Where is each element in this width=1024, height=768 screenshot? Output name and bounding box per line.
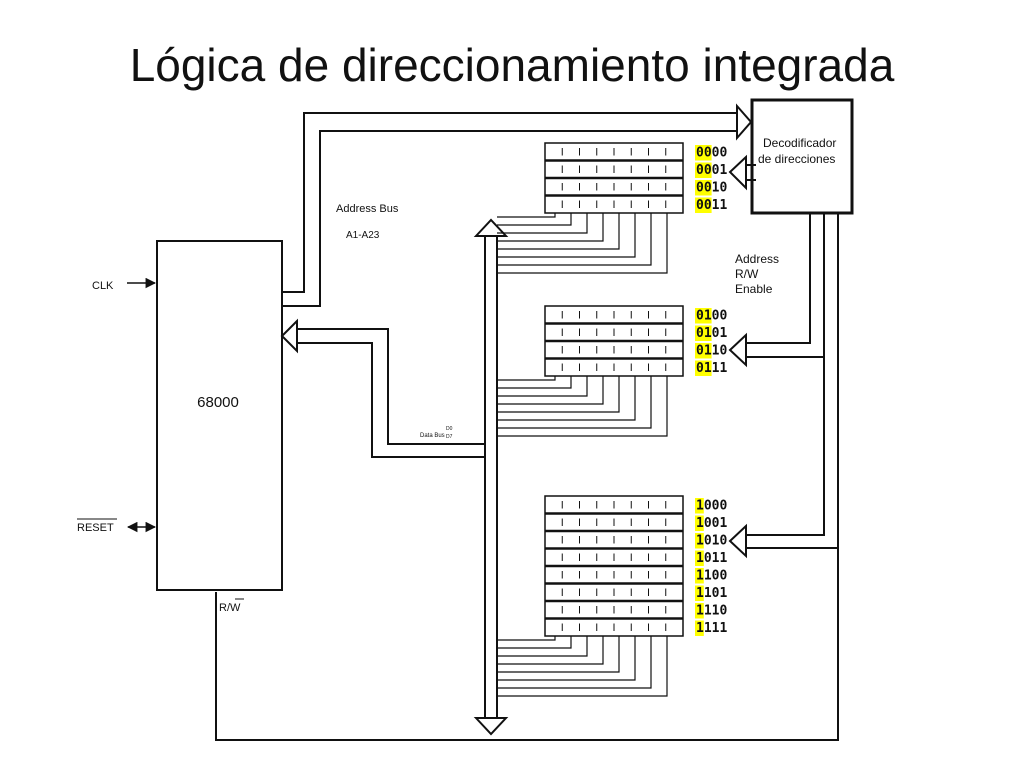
data-bus-label: Data Bus: [420, 433, 445, 439]
clk-label: CLK: [92, 280, 114, 292]
address-highlight: [695, 568, 704, 584]
data-bus-wire: [497, 636, 668, 697]
memory-address: 0111: [696, 361, 727, 376]
address-highlight: [695, 515, 704, 531]
memory-block-2: 0100 0101 0110 0111: [497, 305, 727, 437]
data-bus-wire: [497, 636, 588, 657]
address-highlight: [695, 360, 712, 376]
data-bus-wire: [497, 213, 588, 234]
data-bus-return: [280, 318, 486, 458]
data-bus-wire: [497, 376, 604, 405]
decoder-block: [750, 98, 854, 215]
cpu-block: [156, 240, 283, 591]
memory-layer: 0000 0001 0010 0011 0100 0101 0110 0111 1000 1001…: [497, 142, 727, 697]
decoder-label-1: Decodificador: [763, 136, 836, 150]
data-bus-wire: [497, 636, 620, 673]
data-range-bottom: D7: [446, 434, 453, 440]
decoder-arrow-block-1: [728, 154, 747, 191]
memory-address: 0100: [696, 309, 727, 324]
data-bus-wire: [497, 376, 668, 437]
data-range-top: D0: [446, 426, 453, 432]
slide-title: Lógica de direccionamiento integrada: [129, 39, 895, 91]
memory-address: 1111: [696, 621, 727, 636]
memory-address: 0110: [696, 344, 727, 359]
address-bus-label: Address Bus: [336, 203, 399, 215]
data-bus-wire: [497, 376, 636, 421]
address-highlight: [695, 620, 704, 636]
decoder-output-lines: [745, 164, 839, 549]
data-bus-wire: [497, 376, 556, 381]
control-label-address: Address: [735, 252, 779, 266]
data-bus-wire: [497, 213, 668, 274]
address-highlight: [695, 308, 712, 324]
control-label-enable: Enable: [735, 282, 773, 296]
data-bus-wire: [497, 213, 620, 250]
data-bus-vertical: [473, 218, 509, 736]
data-bus-wire: [497, 213, 604, 242]
data-bus-wire: [497, 376, 588, 397]
data-bus-wire: [497, 376, 620, 413]
data-bus-wire: [497, 636, 604, 665]
address-highlight: [695, 197, 712, 213]
memory-address: 0000: [696, 146, 727, 161]
data-bus-wire: [497, 376, 572, 389]
data-bus-wire: [497, 213, 556, 218]
data-bus-wire: [497, 213, 652, 266]
address-highlight: [695, 603, 704, 619]
memory-address: 1010: [696, 534, 727, 549]
memory-address: 0001: [696, 163, 727, 178]
data-bus-wire: [497, 636, 636, 681]
decoder-arrow-block-2: [728, 332, 747, 368]
memory-address: 1100: [696, 569, 727, 584]
rw-feedback-line: [215, 548, 839, 741]
address-highlight: [695, 180, 712, 196]
decoder-arrow-block-3: [728, 523, 747, 559]
data-bus-wire: [497, 636, 572, 649]
address-highlight: [695, 550, 704, 566]
memory-address: 1110: [696, 604, 727, 619]
address-bus: [282, 103, 753, 307]
memory-block-3: 1000 1001 1010 1011 1100 1101 1110 1111: [497, 495, 727, 697]
control-label-rw: R/W: [735, 267, 759, 281]
address-highlight: [695, 162, 712, 178]
memory-address: 0101: [696, 326, 727, 341]
address-highlight: [695, 343, 712, 359]
address-range-label: A1-A23: [346, 230, 380, 241]
rw-label: R/W: [219, 602, 241, 614]
address-highlight: [695, 145, 712, 161]
data-bus-wire: [497, 213, 572, 226]
reset-label: RESET: [77, 522, 114, 534]
memory-address: 1001: [696, 516, 727, 531]
memory-address: 0010: [696, 181, 727, 196]
address-highlight: [695, 585, 704, 601]
memory-address: 0011: [696, 198, 727, 213]
memory-block-1: 0000 0001 0010 0011: [497, 142, 727, 274]
data-bus-wire: [497, 636, 556, 641]
data-bus-wire: [497, 376, 652, 429]
memory-address: 1101: [696, 586, 727, 601]
memory-address: 1000: [696, 499, 727, 514]
data-bus-wire: [497, 213, 636, 258]
memory-address: 1011: [696, 551, 727, 566]
address-highlight: [695, 498, 704, 514]
cpu-label: 68000: [197, 394, 239, 411]
address-highlight: [695, 533, 704, 549]
decoder-label-2: de direcciones: [758, 152, 835, 166]
data-bus-wire: [497, 636, 652, 689]
address-highlight: [695, 325, 712, 341]
